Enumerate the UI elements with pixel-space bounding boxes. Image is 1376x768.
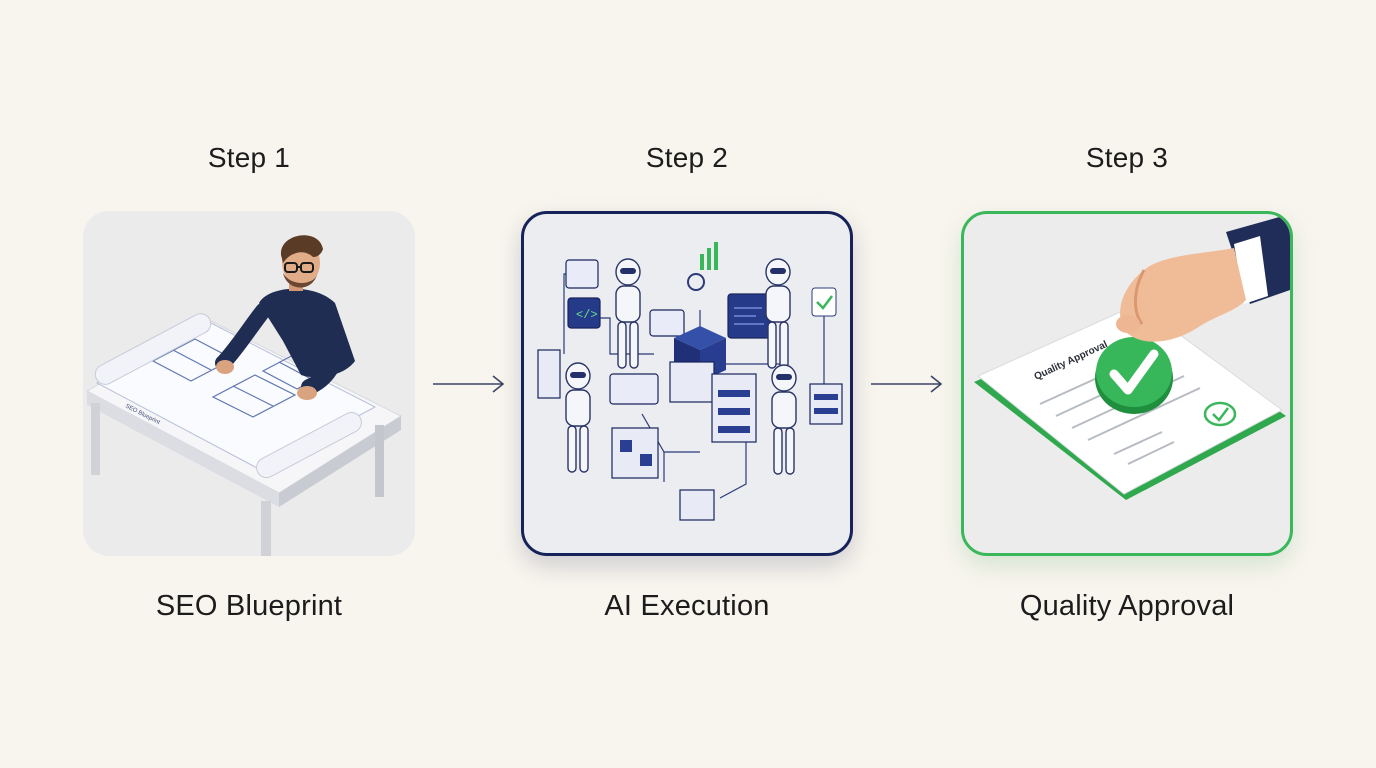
- step-3-title: Step 3: [1085, 142, 1169, 173]
- architect-blueprint-illustration: SEO Blueprint: [85, 235, 403, 556]
- step-1-caption: SEO Blueprint: [155, 590, 343, 622]
- arrow-right-icon: [871, 375, 943, 393]
- approval-stamp-illustration: Quality Approval: [974, 214, 1290, 500]
- step-1-card: SEO Blueprint: [83, 211, 415, 556]
- step-3-card: Quality Approval: [961, 211, 1293, 556]
- svg-text:</>: </>: [576, 308, 598, 322]
- step-2-card: </>: [521, 211, 853, 556]
- arrow-right-icon: [433, 375, 505, 393]
- step-3-caption: Quality Approval: [1019, 590, 1235, 622]
- step-1-title: Step 1: [207, 142, 291, 173]
- step-2-caption: AI Execution: [604, 590, 770, 622]
- step-2-title: Step 2: [645, 142, 729, 173]
- robots-workflow-illustration: </>: [537, 242, 843, 521]
